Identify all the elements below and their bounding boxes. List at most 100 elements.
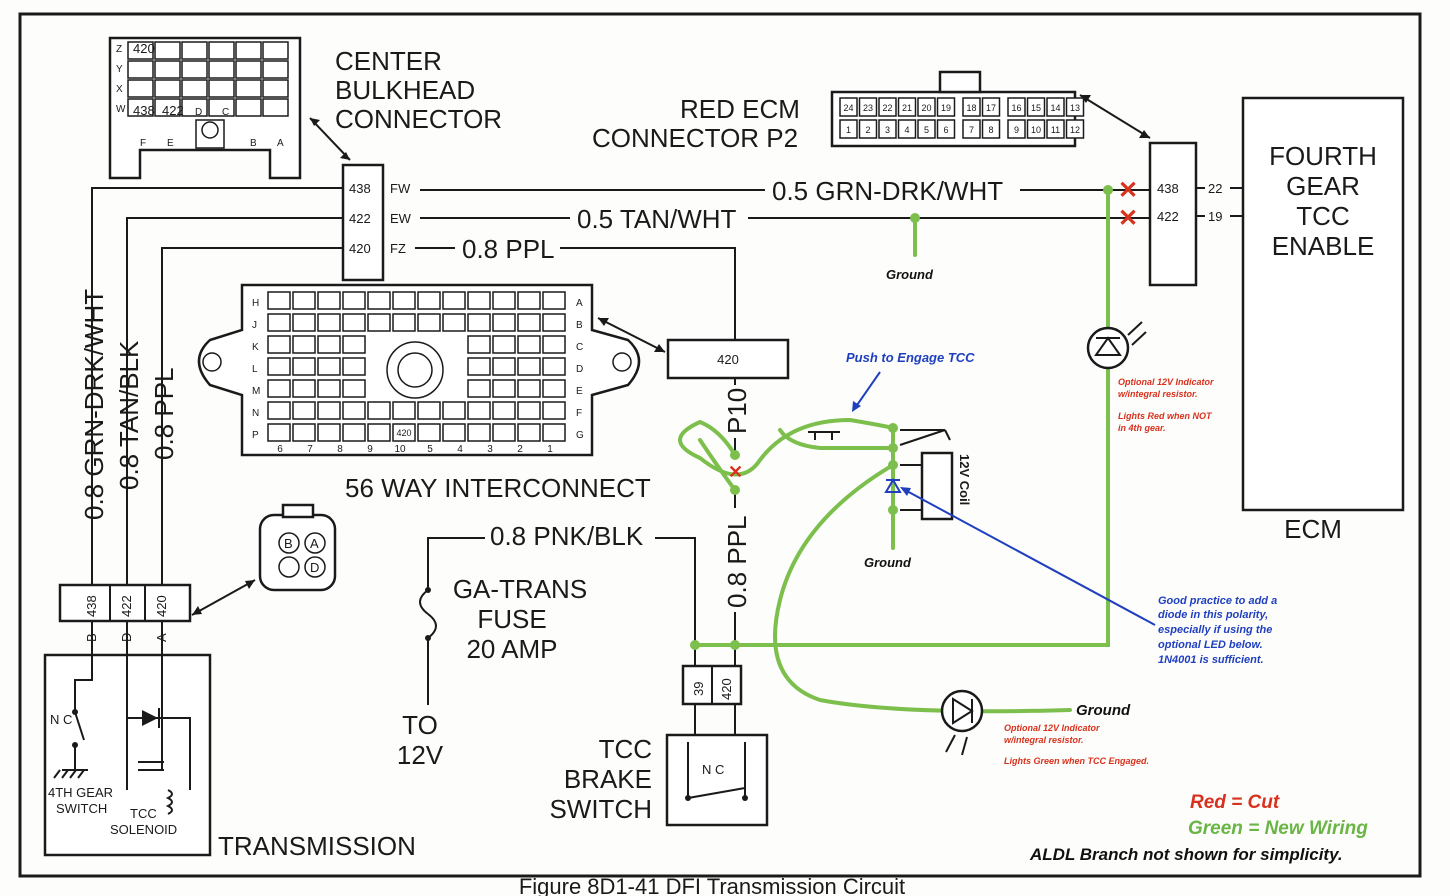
push-note: Push to Engage TCC (846, 350, 975, 365)
pin-number: 422 (1157, 209, 1179, 224)
interconnect-cavity (467, 335, 491, 354)
fuse-label: GA-TRANS (453, 574, 587, 604)
pin-number: 420 (349, 241, 371, 256)
ecm-cavity (1046, 97, 1065, 117)
wire-label-w2: 0.5 TAN/WHT (577, 204, 737, 234)
interconnect-cavity (342, 401, 366, 420)
ecm-function: FOURTH (1269, 141, 1377, 171)
interconnect-row-letter: M (252, 386, 260, 397)
brake-label: TCC (599, 734, 652, 764)
face-letter: C (222, 107, 229, 118)
ecm-pin-label: 10 (1031, 125, 1041, 135)
interconnect-cavity (417, 401, 441, 420)
interconnect-row-letter: B (576, 320, 583, 331)
interconnect-cavity (267, 357, 291, 376)
ecm-cavity (1026, 97, 1046, 117)
ecm-cavity (936, 119, 956, 139)
connector-cavity (235, 98, 262, 117)
interconnect-cavity (317, 423, 341, 442)
row-letter: X (116, 84, 123, 95)
interconnect-row-letter: J (252, 320, 257, 331)
diagram-frame (18, 12, 1422, 878)
interconnect-cavity-420 (392, 423, 416, 442)
connector-cavity (262, 98, 289, 117)
interconnect-cavity (517, 423, 541, 442)
connector-letter: A (310, 536, 319, 551)
ecm-cavity (858, 119, 878, 139)
trans-pin: 422 (119, 595, 134, 617)
face-pin: 438 (133, 103, 155, 118)
interconnect-cavity (417, 291, 441, 310)
pin-code: FW (390, 181, 411, 196)
ecm-pin-label: 13 (1070, 103, 1080, 113)
brake-pin: 420 (719, 678, 734, 700)
ecm-pin-label: 7 (969, 125, 974, 135)
center-connector-label: CENTER (335, 46, 442, 76)
ecm-pin-label: 6 (943, 125, 948, 135)
gear-switch-label: SWITCH (56, 801, 107, 816)
connector-letter: B (284, 536, 293, 551)
interconnect-row-letter: H (252, 298, 259, 309)
ecm-cavity (917, 119, 936, 139)
interconnect-cavity (367, 401, 391, 420)
connector-cavity (235, 41, 262, 60)
interconnect-row-letter: K (252, 342, 259, 353)
interconnect-cavity (492, 291, 516, 310)
red-ecm-label: CONNECTOR P2 (592, 123, 798, 153)
interconnect-cavity (417, 313, 441, 332)
interconnect-col-number: 1 (547, 444, 553, 455)
ecm-cavity (878, 97, 897, 117)
trans-pin: 438 (84, 595, 99, 617)
interconnect-row-letter: L (252, 364, 258, 375)
wire-label-w3: 0.8 PPL (462, 234, 555, 264)
interconnect-cavity (542, 291, 566, 310)
ecm-cavity (981, 97, 1001, 117)
connector-cavity (208, 60, 235, 79)
connector-cavity (208, 98, 235, 117)
interconnect-cavity (492, 379, 516, 398)
connector-cavity (154, 98, 181, 117)
fuse-label: FUSE (477, 604, 546, 634)
connector-cavity (181, 60, 208, 79)
interconnect-cavity (542, 335, 566, 354)
interconnect-cavity (292, 335, 316, 354)
diode-note: especially if using the (1158, 624, 1272, 636)
led-bottom-note: Optional 12V Indicator (1004, 723, 1100, 733)
p10-connector-box (666, 338, 790, 380)
diode-note: diode in this polarity, (1158, 609, 1268, 621)
ecm-cavity (962, 119, 981, 139)
legend-note: ALDL Branch not shown for simplicity. (1029, 845, 1343, 864)
interconnect-cavity (267, 335, 291, 354)
interconnect-row-letter: D (576, 364, 583, 375)
interconnect-cavity (542, 357, 566, 376)
interconnect-cavity (492, 335, 516, 354)
cut-mark: ✕ (1118, 177, 1138, 204)
interconnect-cavity (492, 423, 516, 442)
interconnect-cavity (317, 313, 341, 332)
ecm-cavity (936, 97, 956, 117)
interconnect-cavity (292, 379, 316, 398)
ecm-cavity (878, 119, 897, 139)
face-pin: 422 (162, 103, 184, 118)
ecm-function: TCC (1296, 201, 1349, 231)
connector-cavity (181, 98, 208, 117)
interconnect-pin-420: 420 (396, 428, 411, 438)
connector-cavity (154, 79, 181, 98)
ecm-pin-label: 12 (1070, 125, 1080, 135)
ecm-pin-label: 3 (885, 125, 890, 135)
ecm-cavity (1007, 119, 1026, 139)
interconnect-cavity (317, 379, 341, 398)
ecm-cavity (917, 97, 936, 117)
wire-label-ppl-lower: 0.8 PPL (722, 515, 752, 608)
wire-420 (161, 247, 343, 585)
diode-note: Good practice to add a (1158, 595, 1277, 607)
p10-pin: 420 (717, 352, 739, 367)
interconnect-cavity (417, 423, 441, 442)
ecm-pin-label: 5 (924, 125, 929, 135)
interconnect-cavity (442, 313, 466, 332)
push-button-icon (808, 431, 840, 440)
led-top-note: in 4th gear. (1118, 423, 1166, 433)
ecm-pin-label: 4 (904, 125, 909, 135)
